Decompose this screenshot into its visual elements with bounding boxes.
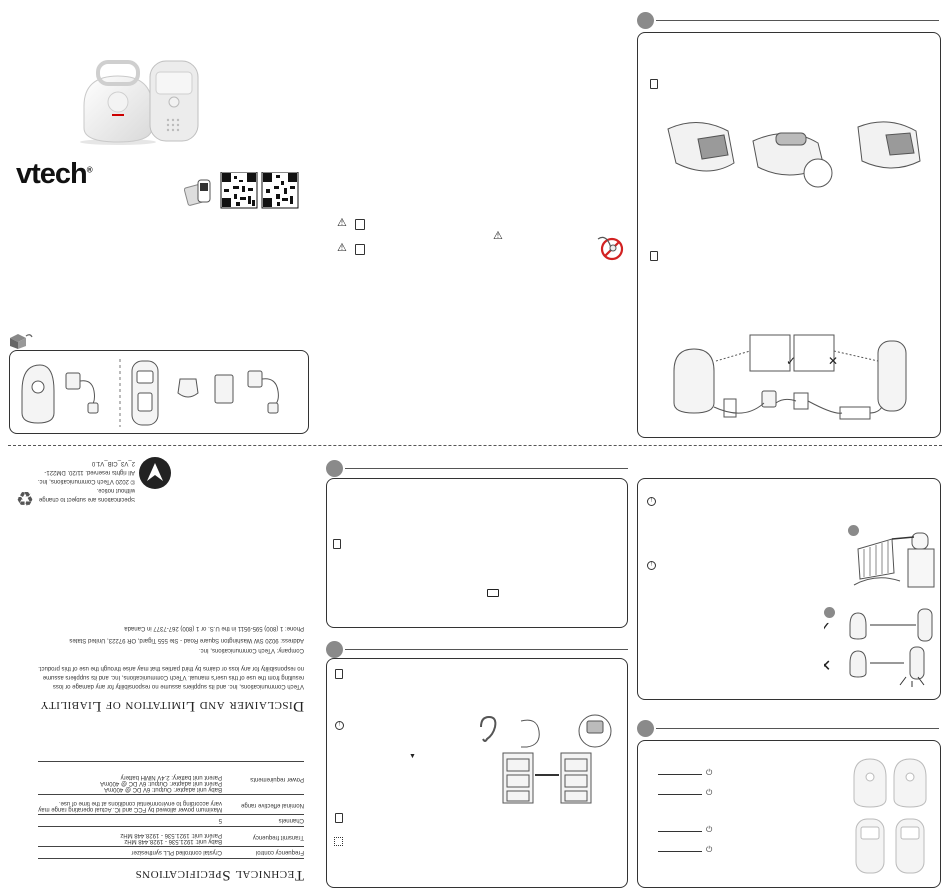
spec-label: Channels	[278, 817, 304, 823]
power-icon: ⏻	[706, 825, 713, 834]
expand-icon	[334, 837, 343, 846]
step-number-badge	[824, 607, 835, 618]
step-number-badge	[637, 720, 654, 737]
note-icon	[650, 79, 658, 89]
spec-row: Nominal effective range Maximum power al…	[38, 794, 304, 815]
step-number-badge	[326, 641, 343, 658]
blank-line	[658, 774, 702, 775]
spec-value: Crystal controlled PLL synthesizer	[131, 849, 222, 855]
battery-level-icon	[487, 589, 499, 597]
package-contents-panel	[9, 350, 309, 434]
note-icon	[333, 539, 341, 549]
manual-icon	[355, 219, 365, 230]
spec-row: Power requirements Baby unit adapter: Ou…	[38, 761, 304, 795]
blank-line	[658, 831, 702, 832]
fold-line	[8, 445, 942, 446]
svg-text:✕: ✕	[828, 354, 838, 368]
legal-line: All rights reserved. 11/20. DM221-2_V3_C…	[44, 460, 135, 475]
company-line: Company: VTech Communications, Inc.	[198, 647, 304, 653]
step-number-badge	[326, 460, 343, 477]
disclaimer-block: Disclaimer and Limitation of Liability V…	[38, 620, 304, 714]
info-icon: !	[647, 497, 656, 506]
crib-distance-illustration	[852, 529, 938, 594]
arrow-down-icon: ▼	[409, 753, 416, 760]
power-units-illustration	[850, 753, 934, 882]
warning-icon: ⚠	[337, 242, 347, 254]
info-icon: !	[335, 721, 344, 730]
spec-label: Nominal effective range	[241, 802, 304, 808]
legal-notice: Specifications are subject to change wit…	[20, 458, 135, 503]
power-icon: ⏻	[706, 768, 713, 777]
registered-mark: ®	[86, 165, 93, 175]
recycle-icon: ♻	[16, 487, 34, 511]
disclaimer-heading: Disclaimer and Limitation of Liability	[40, 698, 304, 714]
section-rule	[656, 20, 939, 21]
tech-specs-block: Technical Specifications Frequency contr…	[38, 755, 304, 883]
note-icon	[650, 251, 658, 261]
svg-text:✓: ✓	[824, 618, 831, 637]
step-number-badge	[637, 12, 654, 29]
address-line: Address: 9020 SW Washington Square Road …	[69, 637, 304, 643]
warning-icon: ⚠	[493, 230, 503, 242]
svg-text:✕: ✕	[824, 656, 831, 675]
adapter-connection-illustration: ✓ ✕	[664, 331, 924, 436]
spec-row: Channels 5	[38, 814, 304, 827]
note-icon	[335, 813, 343, 823]
section-rule	[345, 468, 628, 469]
blank-line	[658, 851, 702, 852]
section-rule	[656, 728, 939, 729]
disclaimer-body: VTech Communications, Inc. and its suppl…	[38, 665, 304, 689]
phone-line: Phone: 1 (800) 595-9511 in the U.S. or 1…	[124, 625, 304, 631]
product-photo	[78, 58, 203, 146]
spec-value: Baby unit: 1921.536 - 1928.448 MHz Paren…	[120, 832, 222, 844]
brand-emblem	[138, 456, 172, 495]
operation-panel	[326, 478, 628, 628]
tech-specs-heading: Technical Specifications	[135, 867, 304, 883]
spec-table: Frequency control Crystal controlled PLL…	[38, 755, 304, 859]
range-check-illustration: ✓ ✕	[818, 607, 936, 692]
section-rule	[345, 649, 628, 650]
spec-label: Frequency control	[255, 849, 304, 855]
warning-icon: ⚠	[337, 217, 347, 229]
manual-icon	[355, 244, 365, 255]
legal-line: Specifications are subject to change wit…	[38, 487, 135, 502]
spec-label: Transmit frequency	[252, 834, 304, 840]
spec-label: Power requirements	[250, 776, 304, 782]
power-icon: ⏻	[706, 788, 713, 797]
qr-codes	[183, 171, 300, 212]
svg-text:✓: ✓	[786, 354, 796, 368]
power-on-panel: ⏻ ⏻ ⏻ ⏻	[637, 740, 941, 888]
info-icon: !	[647, 561, 656, 570]
step-number-badge	[848, 525, 859, 536]
spec-value: Baby unit adapter: Output: 6V DC @ 400mA…	[100, 774, 222, 792]
spec-value: Maximum power allowed by FCC and IC. Act…	[38, 800, 222, 812]
box-icon	[8, 331, 34, 354]
power-icon: ⏻	[706, 845, 713, 854]
placement-panel: ! ▼	[326, 658, 628, 888]
no-cord-icon	[596, 233, 624, 266]
range-panel: ! ! ✓ ✕	[637, 478, 941, 700]
note-icon	[335, 669, 343, 679]
logo-text: vtech	[16, 158, 88, 190]
installation-panel: ✓ ✕	[637, 32, 941, 438]
spec-value: 5	[218, 817, 222, 823]
battery-install-illustration	[658, 113, 928, 198]
spec-row: Frequency control Crystal controlled PLL…	[38, 846, 304, 859]
blank-line	[658, 794, 702, 795]
spec-row: Transmit frequency Baby unit: 1921.536 -…	[38, 826, 304, 847]
vtech-logo: vtech®	[16, 158, 93, 191]
legal-line: © 2020 VTech Communications, Inc.	[37, 478, 135, 484]
hearing-distance-illustration	[477, 713, 625, 812]
